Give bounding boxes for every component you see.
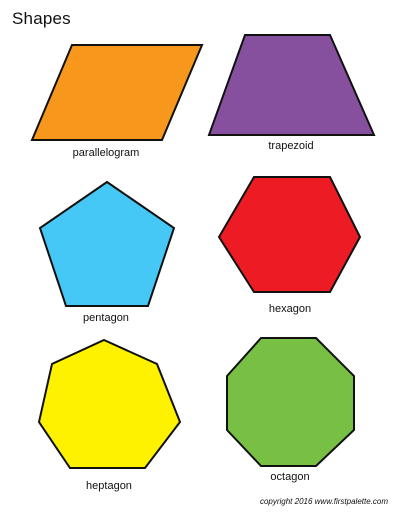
pentagon-shape [38, 180, 176, 307]
heptagon-label: heptagon [86, 480, 132, 492]
octagon-label: octagon [270, 471, 310, 483]
octagon-shape [226, 337, 355, 467]
parallelogram-shape [30, 44, 204, 141]
trapezoid-shape [207, 34, 376, 136]
pentagon-label: pentagon [83, 312, 129, 324]
trapezoid-label: trapezoid [268, 140, 314, 152]
page-title: Shapes [12, 9, 71, 28]
heptagon-shape [37, 338, 182, 469]
hexagon-label: hexagon [268, 303, 312, 315]
hexagon-shape [217, 176, 362, 293]
copyright-text: copyright 2016 www.firstpalette.com [259, 497, 388, 506]
parallelogram-label: parallelogram [72, 147, 140, 159]
